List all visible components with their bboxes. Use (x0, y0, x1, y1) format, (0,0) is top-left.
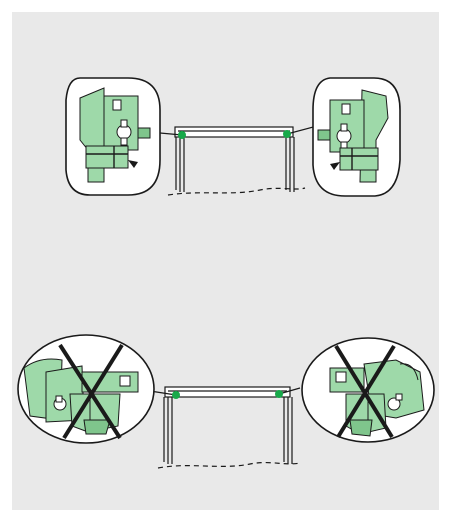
callout-left-incorrect (17, 334, 155, 444)
clamp-part-right-icon (317, 89, 389, 183)
callout-right-correct (312, 77, 401, 197)
connection-dot-left (178, 131, 186, 139)
callout-right-incorrect (301, 337, 435, 443)
frame-top (167, 126, 306, 196)
connection-dot-right (283, 130, 291, 138)
connection-dot-left-bad (172, 391, 180, 399)
incorrect-assembly-example (17, 334, 435, 469)
callout-left-correct (65, 77, 161, 196)
clamp-part-left-icon (79, 87, 151, 183)
leader-line-right (286, 125, 318, 135)
correct-assembly-example (65, 77, 401, 197)
clamp-part-left-rotated-icon (23, 358, 139, 435)
cross-mark-icon (334, 344, 396, 439)
cross-mark-icon (58, 343, 124, 440)
clamp-part-right-rotated-icon (329, 359, 425, 437)
connection-dot-right-bad (275, 390, 283, 398)
frame-bottom (157, 386, 301, 469)
